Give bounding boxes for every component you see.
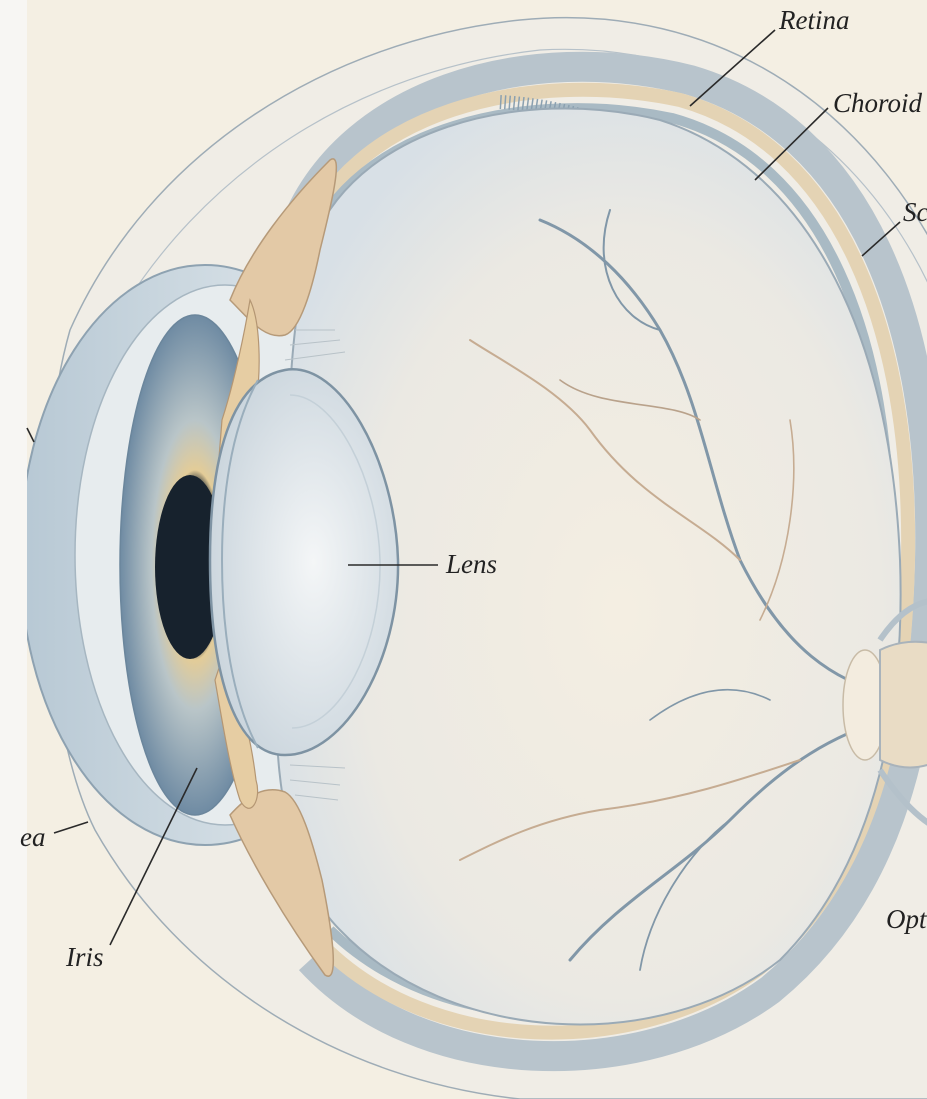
label-optic-nerve: Opt (886, 904, 927, 934)
label-iris: Iris (65, 942, 104, 972)
label-retina: Retina (778, 5, 849, 35)
left-margin-panel (0, 0, 27, 1099)
label-sclera: Sc (903, 197, 927, 227)
label-lens: Lens (445, 549, 497, 579)
label-cornea: ea (20, 822, 45, 852)
label-choroid: Choroid (833, 88, 923, 118)
optic-nerve (880, 642, 927, 768)
